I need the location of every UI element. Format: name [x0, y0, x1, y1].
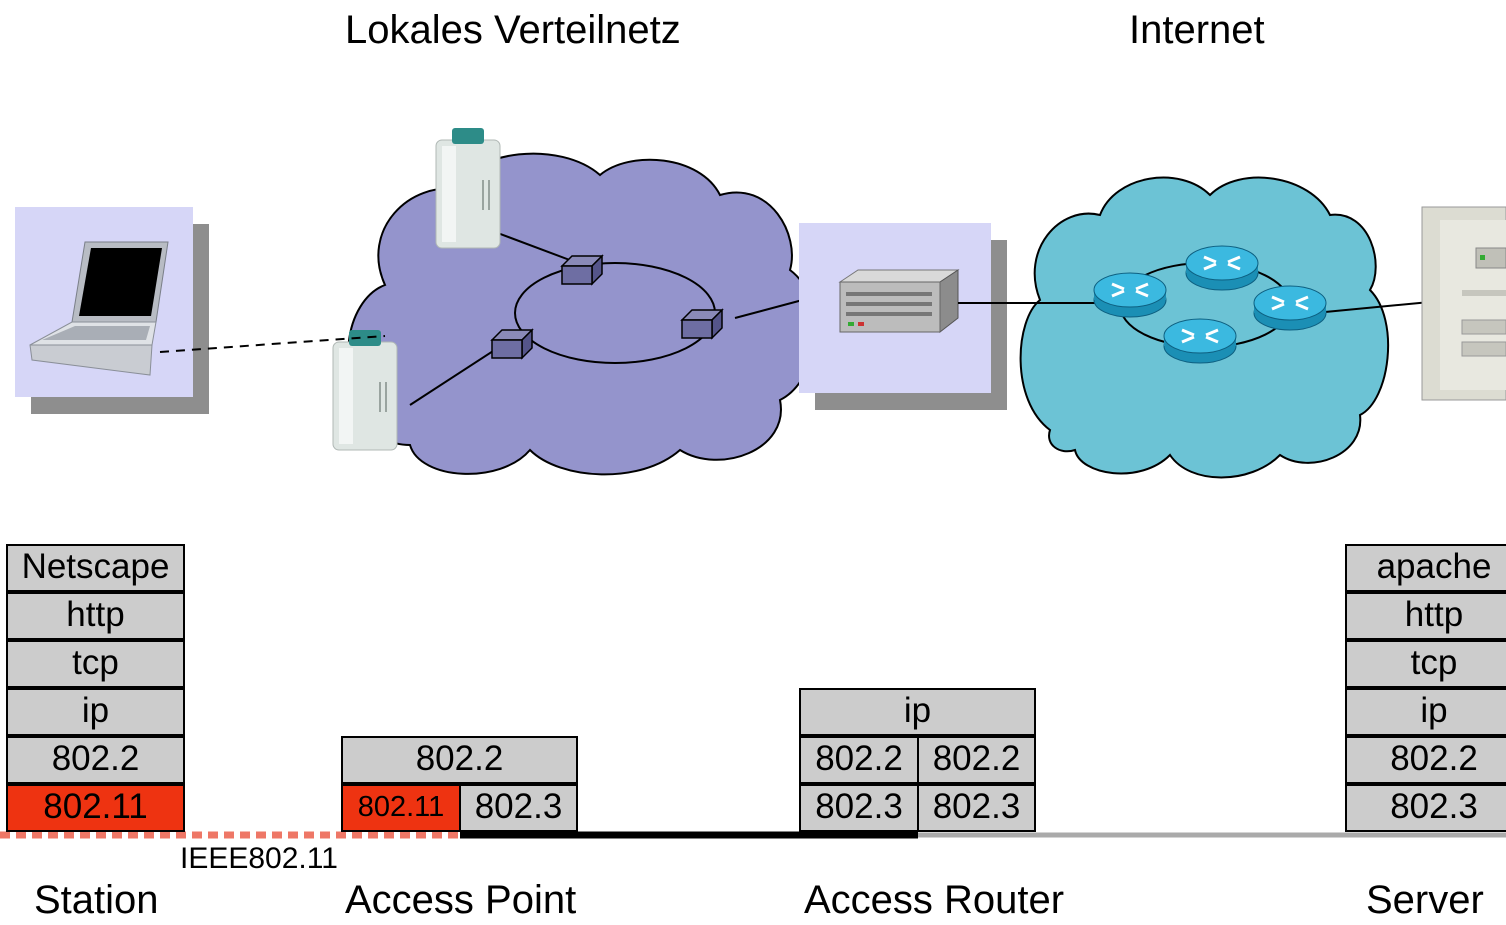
layer-tcp: tcp — [1345, 640, 1506, 688]
layer-application: apache — [1345, 544, 1506, 592]
local-network-cloud — [347, 152, 817, 476]
layer-802-2: 802.2 — [1345, 736, 1506, 784]
access-point-icon — [435, 127, 501, 249]
layer-802-11: 802.11 — [6, 784, 185, 832]
server-appliance-icon — [838, 269, 960, 334]
layer-ip: ip — [799, 688, 1036, 736]
layer-802-2: 802.2 — [6, 736, 185, 784]
access-router-device-panel — [799, 223, 1007, 410]
server-tower-icon — [1421, 206, 1506, 401]
layer-http: http — [1345, 592, 1506, 640]
switch-icon — [491, 329, 533, 359]
router-icon — [1184, 244, 1260, 292]
link-label: IEEE802.11 — [180, 842, 338, 875]
router-icon — [1092, 271, 1168, 319]
access-router-label: Access Router — [804, 878, 1065, 922]
laptop-icon — [29, 241, 169, 376]
station-device-panel — [15, 207, 209, 414]
layer-802-2: 802.2 — [341, 736, 578, 784]
layer-http: http — [6, 592, 185, 640]
access-point-icon — [332, 329, 398, 451]
layer-tcp: tcp — [6, 640, 185, 688]
layer-802-2-right: 802.2 — [917, 736, 1036, 784]
wireless-connection — [159, 335, 386, 353]
layer-802-3-right: 802.3 — [917, 784, 1036, 832]
router-icon — [1162, 317, 1238, 365]
layer-802-3-left: 802.3 — [799, 784, 919, 832]
server-label: Server — [1366, 878, 1484, 922]
layer-802-3: 802.3 — [459, 784, 578, 832]
layer-application: Netscape — [6, 544, 185, 592]
switch-icon — [561, 255, 603, 285]
access-point-label: Access Point — [345, 878, 577, 922]
layer-ip: ip — [6, 688, 185, 736]
internet-title: Internet — [1129, 8, 1265, 52]
layer-802-11: 802.11 — [341, 784, 461, 832]
router-icon — [1252, 284, 1328, 332]
switch-icon — [681, 309, 723, 339]
layer-802-2-left: 802.2 — [799, 736, 919, 784]
local-network-title: Lokales Verteilnetz — [345, 8, 681, 52]
station-label: Station — [34, 878, 159, 922]
layer-802-3: 802.3 — [1345, 784, 1506, 832]
layer-ip: ip — [1345, 688, 1506, 736]
